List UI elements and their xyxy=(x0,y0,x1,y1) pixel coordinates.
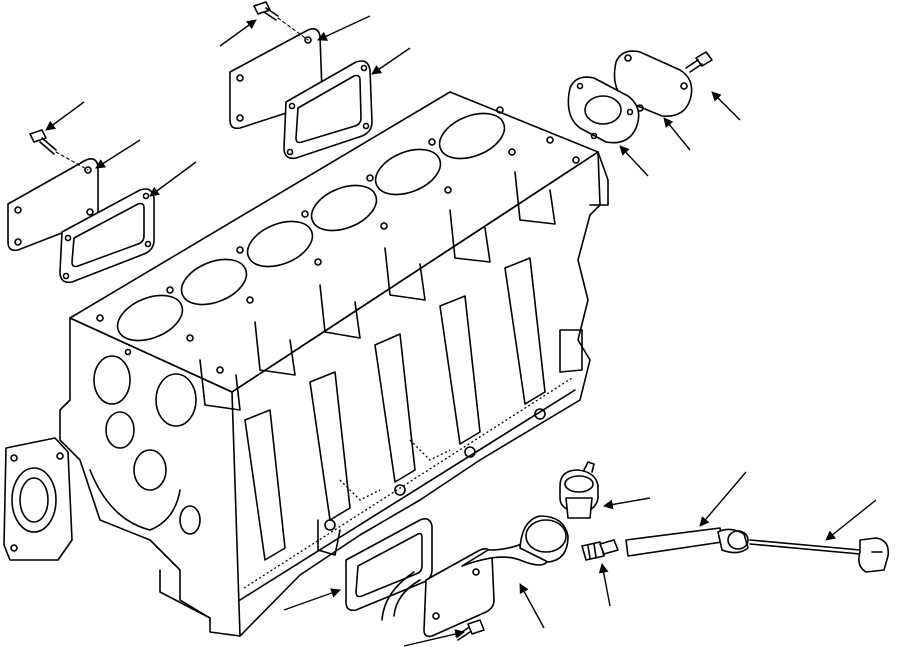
cover-bolt-left xyxy=(29,129,89,171)
side-cover-gasket-upper xyxy=(283,60,373,160)
breather-cap xyxy=(559,461,599,519)
cylinder-block xyxy=(3,91,609,637)
deck-holes xyxy=(96,106,580,374)
filler-tube xyxy=(381,515,569,638)
dipstick-guide-tube xyxy=(625,527,749,557)
dipstick xyxy=(749,537,890,573)
arrow-breather xyxy=(603,497,651,510)
arrow-cover-left xyxy=(95,139,141,169)
cover-bolt-upper xyxy=(253,1,309,41)
arrow-tube-gasket xyxy=(283,588,341,611)
arrow-bolt-left xyxy=(45,101,85,131)
arrow-gasket-left xyxy=(149,161,197,197)
side-cover-gasket-left xyxy=(59,188,155,284)
arrow-filler-tube xyxy=(519,583,545,629)
callout-arrows xyxy=(45,15,877,647)
round-cover-gasket xyxy=(567,76,640,144)
arrow-gasket-round xyxy=(619,145,649,177)
crankcase-bays xyxy=(199,171,556,411)
tube-fitting xyxy=(581,539,619,561)
arrow-cover-round xyxy=(663,117,691,151)
arrow-guide-tube xyxy=(699,471,747,527)
arrow-dipstick xyxy=(825,499,877,541)
arrow-fitting xyxy=(598,563,611,607)
arrow-bolt-upper xyxy=(219,19,257,47)
arrow-cover-upper xyxy=(317,15,371,41)
arrow-bolt-round xyxy=(711,91,741,121)
arrow-gasket-upper xyxy=(371,47,411,75)
round-cover-bolt xyxy=(685,51,713,73)
side-ribs xyxy=(244,257,546,561)
arrow-tube-bolt xyxy=(403,629,465,647)
